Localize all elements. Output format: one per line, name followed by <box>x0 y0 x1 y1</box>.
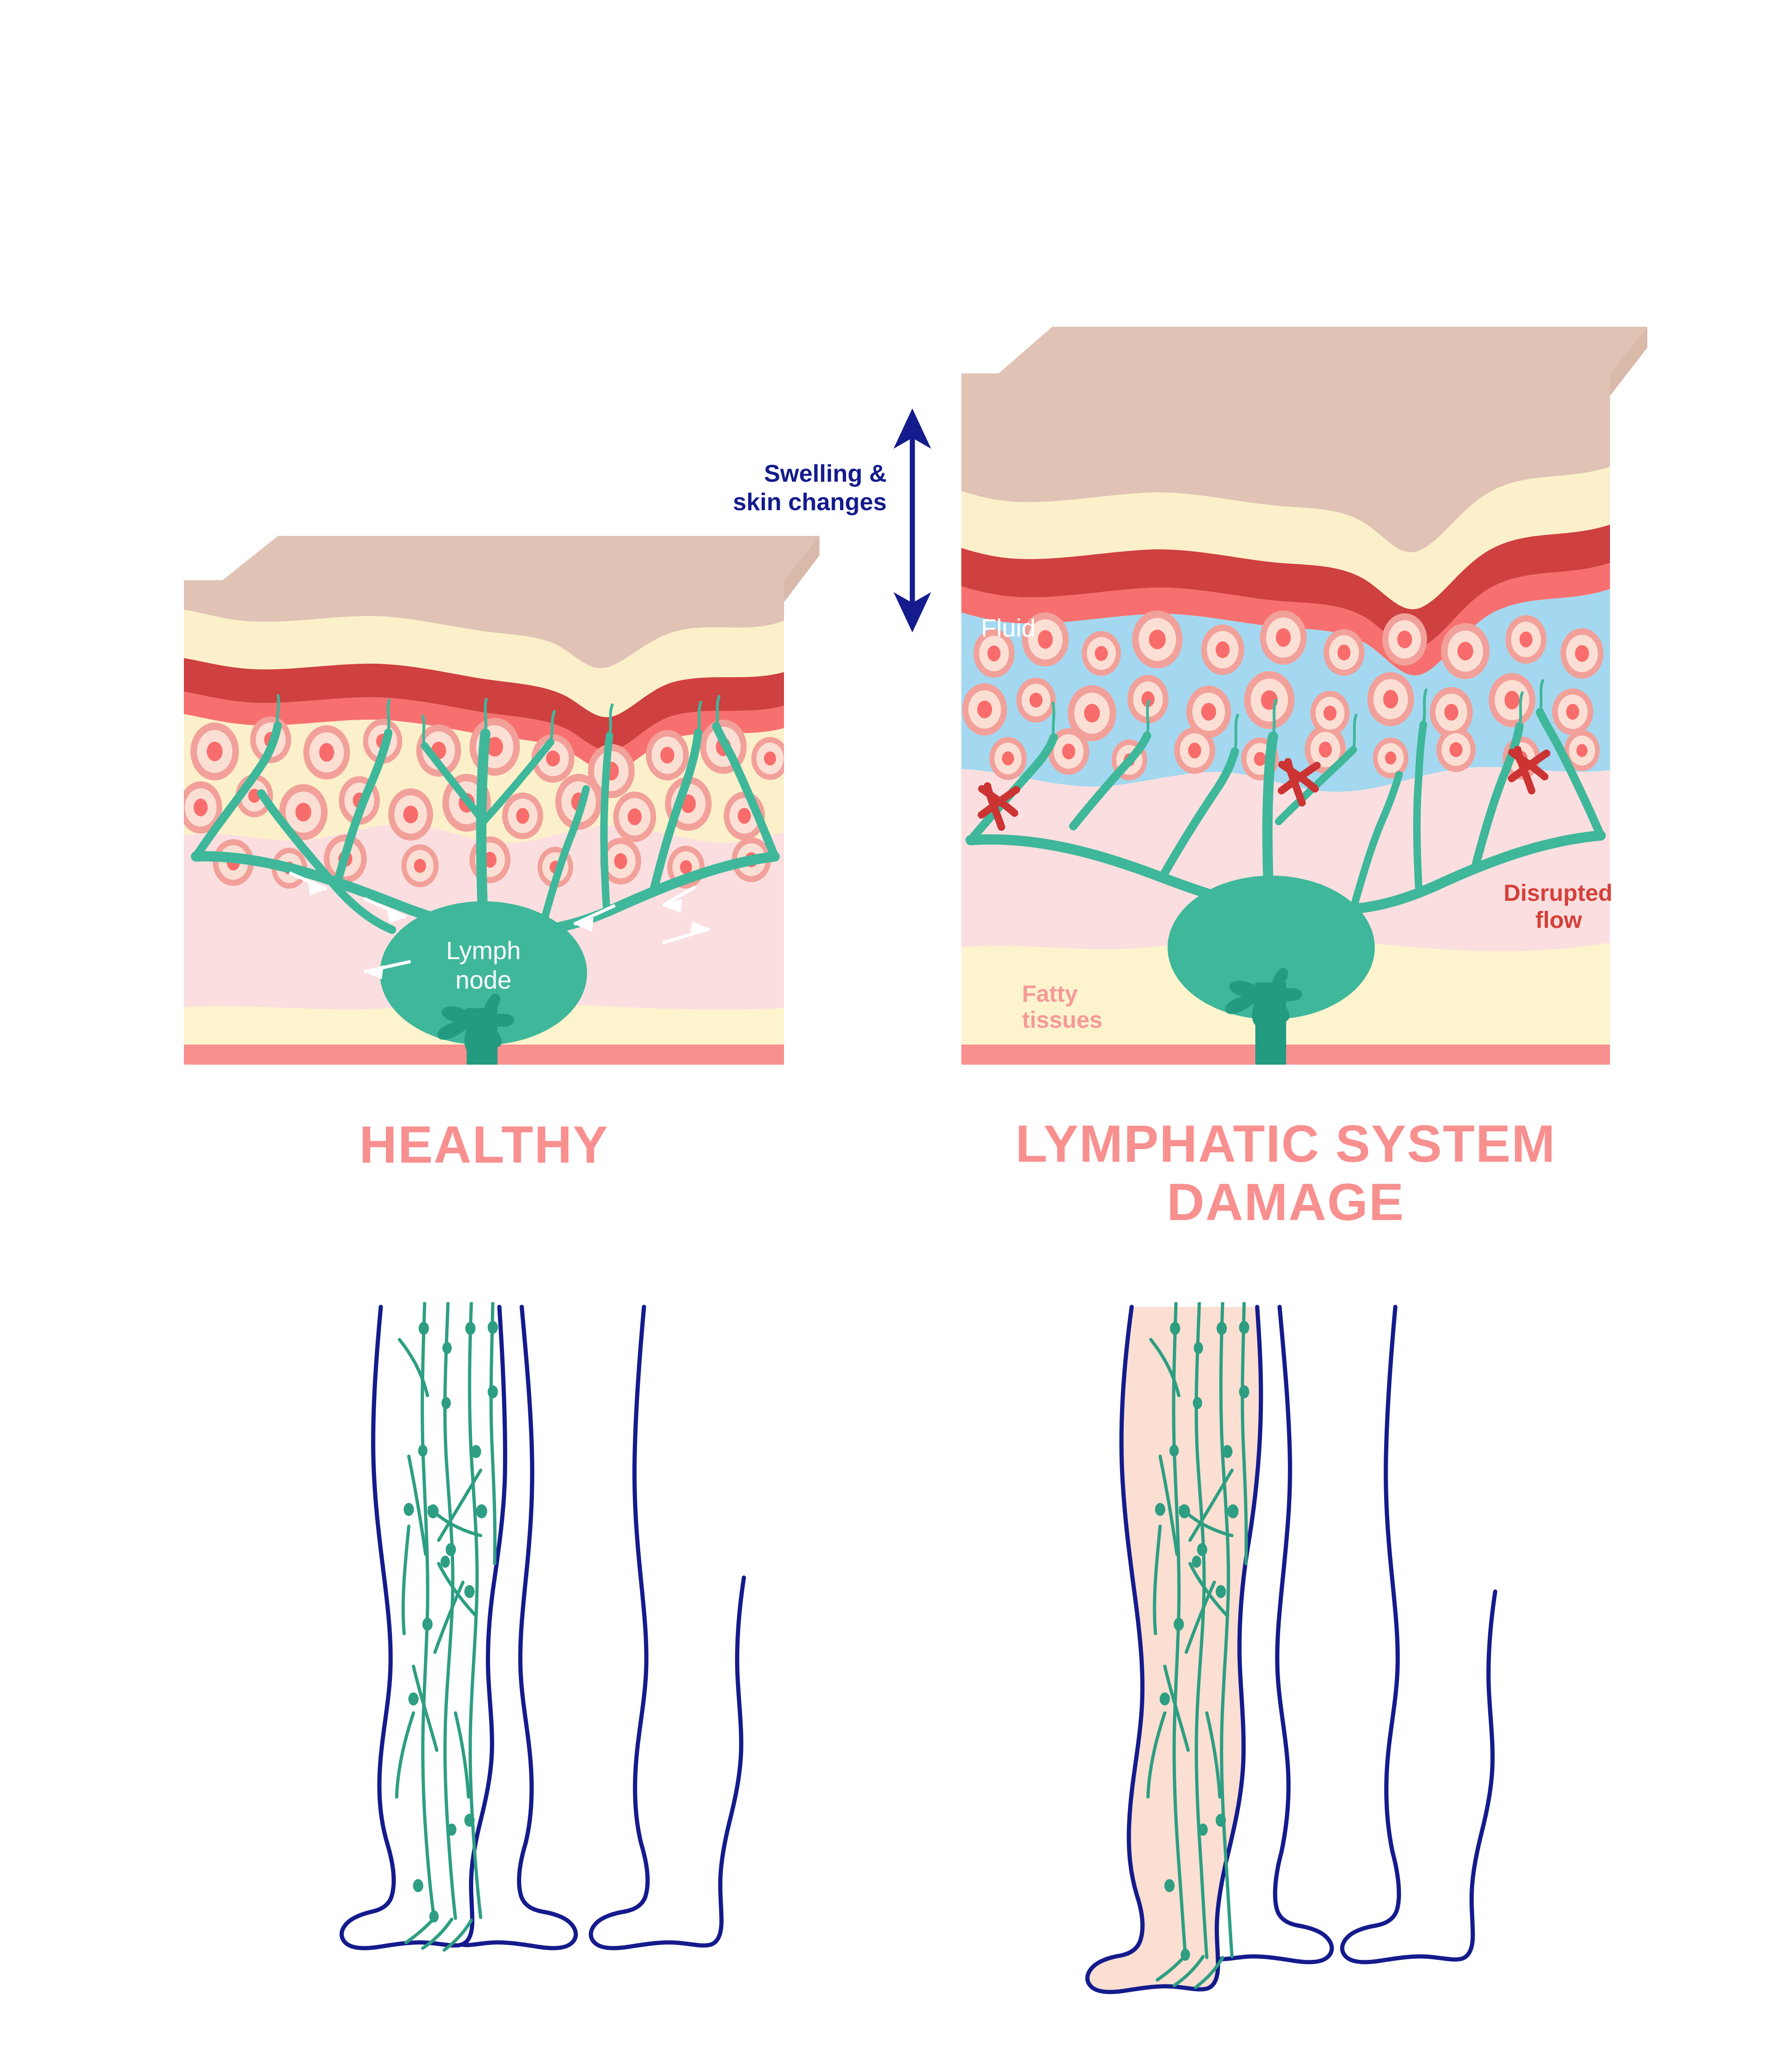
fatty-tissues-label-line2: tissues <box>1022 1007 1102 1033</box>
lymph-node-label-line2: node <box>455 966 511 994</box>
healthy-skin-block: Lymph node <box>184 536 819 1065</box>
lymph-capillaries-damaged <box>1051 679 1544 753</box>
title-healthy: HEALTHY <box>184 1116 784 1174</box>
fluid-label: Fluid <box>981 614 1036 642</box>
epidermis-surface-layer-damaged <box>961 373 1610 553</box>
swelling-arrow <box>893 408 931 633</box>
epidermis-cream-layer <box>184 610 784 717</box>
lymph-capillaries-healthy <box>276 694 721 747</box>
swelling-label-line2: skin changes <box>733 489 887 516</box>
lymphatic-vessels-healthy <box>191 722 780 937</box>
disrupted-flow-label-line1: Disrupted <box>1504 880 1612 906</box>
x-mark-2 <box>978 782 1020 831</box>
title-damage-line2: DAMAGE <box>1167 1173 1405 1232</box>
arrow-head-down-icon <box>893 592 931 633</box>
skin-top-face-damaged <box>999 327 1647 373</box>
healthy-leg-lymph-nodes <box>404 1321 498 1923</box>
healthy-right-leg-outline <box>460 1305 650 1951</box>
lymph-node-healthy <box>380 901 587 1065</box>
title-healthy-text: HEALTHY <box>359 1116 609 1174</box>
skin-top-face-right <box>784 536 819 602</box>
arrow-head-up-icon <box>893 408 931 449</box>
title-lymphatic-damage: LYMPHATIC SYSTEM DAMAGE <box>961 1115 1610 1232</box>
dermis-dark-red-layer <box>184 658 784 751</box>
swelling-label-line1: Swelling & <box>764 460 887 487</box>
swollen-right-leg-outline <box>1216 1305 1401 1965</box>
skin-top-face-right-damaged <box>1610 327 1647 396</box>
lymph-node-damaged <box>1168 876 1375 1065</box>
flow-arrowheads-healthy <box>308 882 709 979</box>
healthy-leg-vessels <box>395 1302 497 1952</box>
swollen-legs <box>1085 1302 1498 1994</box>
x-mark-3 <box>1508 746 1550 794</box>
swollen-left-leg-outline <box>1085 1305 1263 1994</box>
lymph-node-label-line1: Lymph <box>446 937 521 965</box>
healthy-left-leg-outline <box>339 1305 507 1951</box>
blocked-flow-x-marks <box>978 746 1550 831</box>
swollen-right-foot-outline <box>1340 1589 1498 1965</box>
healthy-legs <box>339 1302 746 1952</box>
subcutis-pink-layer-damaged <box>961 767 1610 952</box>
swollen-leg-vessels <box>1146 1302 1248 1989</box>
swollen-leg-lymph-nodes <box>1155 1321 1249 1961</box>
fatty-tissues-label-line1: Fatty <box>1022 981 1078 1007</box>
swelling-skin-changes-label: Swelling & skin changes <box>644 460 887 517</box>
skin-cells-group-healthy <box>184 716 784 889</box>
leg-illustrations <box>339 1302 1498 1994</box>
damaged-skin-block: Fluid Fatty tissues Disrupted flow <box>961 327 1647 1065</box>
skin-top-face <box>223 536 819 580</box>
disrupted-flow-label-line2: flow <box>1535 907 1582 933</box>
epidermis-surface-layer <box>184 580 784 668</box>
title-damage-line1: LYMPHATIC SYSTEM <box>1015 1115 1556 1173</box>
skin-cross-sections: Lymph node <box>184 327 1647 1065</box>
epidermis-cream-layer-damaged <box>961 467 1610 610</box>
healthy-right-foot-outline <box>588 1575 746 1951</box>
x-mark-1 <box>1278 758 1321 807</box>
skin-cells-group-damaged <box>962 610 1603 780</box>
dermis-dark-red-layer-damaged <box>961 525 1610 649</box>
